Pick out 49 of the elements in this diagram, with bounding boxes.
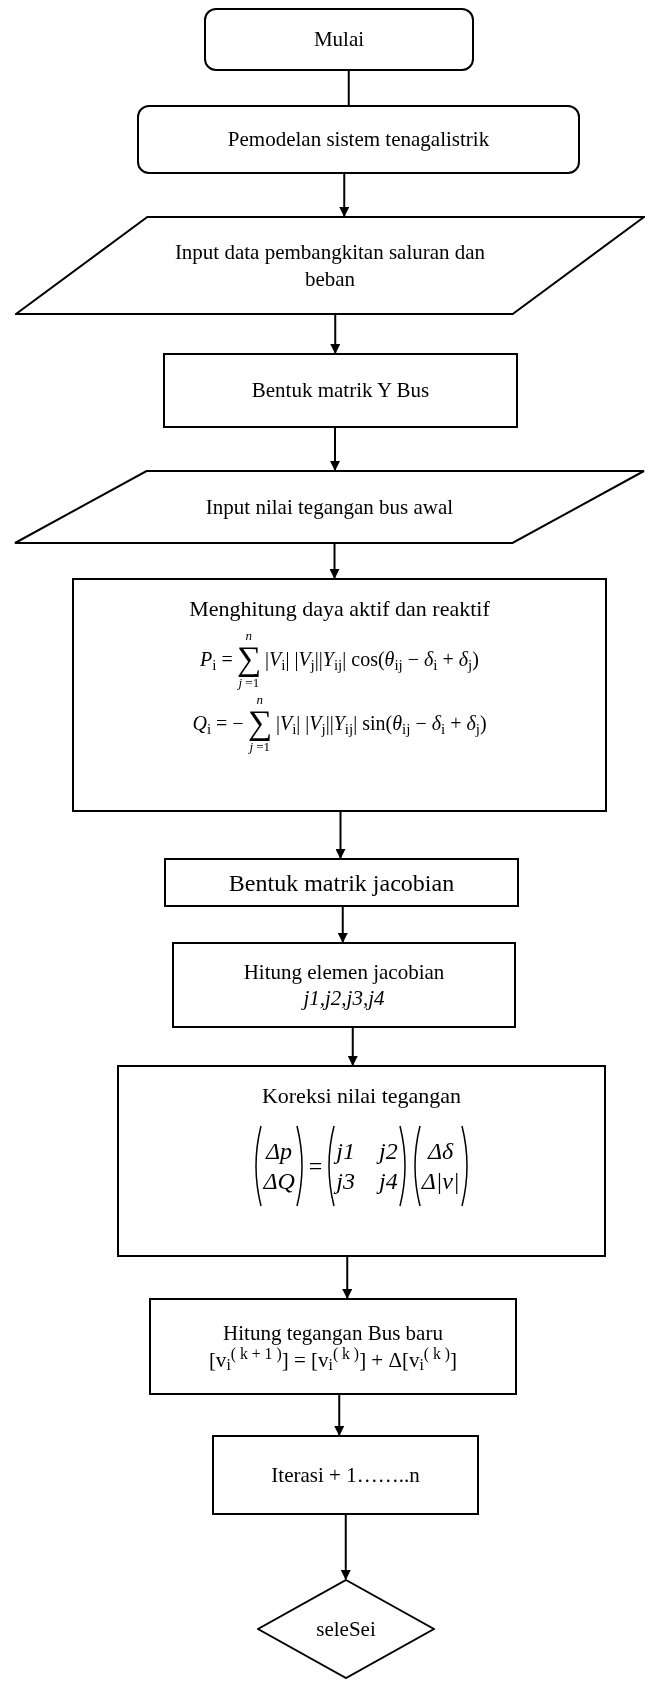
sum-symbol: ∑ — [247, 706, 272, 740]
node-label: Mulai — [313, 26, 365, 53]
process-box — [164, 858, 519, 907]
input-parallelogram — [14, 470, 645, 544]
arrow — [342, 1256, 353, 1299]
node-label: Input data pembangkitan saluran dan beban — [173, 239, 487, 292]
process-box — [172, 942, 516, 1028]
arrow — [330, 427, 340, 471]
formula-text: j1,j2,j3,j4 — [303, 985, 385, 1012]
arrow — [337, 906, 348, 943]
matrix-entry: ΔQ — [263, 1167, 295, 1196]
matrix-entry: Δδ — [428, 1137, 454, 1166]
matrix-entry: Δ|v| — [421, 1167, 460, 1196]
node-label: Input nilai tegangan bus awal — [205, 493, 454, 521]
equals-sign: = — [307, 1152, 324, 1181]
node-label: Hitung tegangan Bus baru — [223, 1320, 443, 1347]
sum-limit: n — [256, 693, 263, 706]
formula-text: Q$_{i}$ = − — [192, 713, 244, 733]
arrow — [347, 1027, 358, 1066]
node-label: [v$_{i}$$^{( k + 1 )}$] = [v$_{i}$$^{( k )}$] + Δ[v$_{i}$$^{( k )}$] — [208, 1346, 458, 1373]
matrix-entry: Δp — [266, 1137, 293, 1166]
arrow — [340, 1514, 351, 1580]
process-box — [212, 1435, 479, 1515]
terminal-box — [137, 105, 580, 174]
arrow — [339, 173, 350, 217]
arrow — [334, 1394, 345, 1436]
formula-text: P$_{i}$ = — [200, 649, 233, 669]
decision-diamond — [257, 1579, 435, 1679]
node-label: Bentuk matrik Y Bus — [251, 377, 430, 404]
node-label: Bentuk matrik jacobian — [228, 868, 455, 898]
sum-limit: j =1 — [238, 676, 260, 689]
arrow — [335, 811, 346, 859]
sum-limit: j =1 — [249, 740, 271, 753]
arrow — [330, 314, 341, 354]
terminal-box — [204, 8, 474, 71]
sum-symbol: ∑ — [236, 642, 261, 676]
process-box — [149, 1298, 517, 1395]
input-parallelogram — [15, 216, 645, 315]
node-label: seleSei — [316, 1615, 376, 1643]
process-box — [72, 578, 607, 812]
node-title: Hitung elemen jacobian — [243, 958, 445, 985]
node-title: Koreksi nilai tegangan — [261, 1082, 462, 1110]
node-title: Menghitung daya aktif dan reaktif — [189, 595, 490, 623]
arrow — [329, 543, 340, 579]
process-box — [117, 1065, 606, 1257]
node-label: Pemodelan sistem tenagalistrik — [227, 126, 490, 153]
node-label: Iterasi + 1……..n — [271, 1461, 420, 1489]
process-box — [163, 353, 518, 428]
sum-limit: n — [245, 629, 253, 642]
